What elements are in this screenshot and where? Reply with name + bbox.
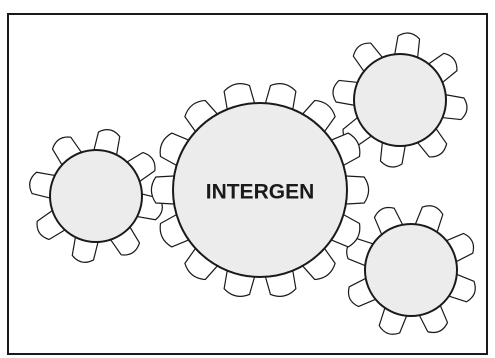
gear-tooth — [184, 244, 221, 281]
center-gear-label: INTERGEN — [206, 181, 315, 204]
gear-tooth — [150, 175, 179, 205]
gear-tooth — [159, 212, 194, 248]
gear-center — [150, 83, 370, 297]
gear-bottom-right — [346, 205, 476, 335]
gear-tooth — [159, 132, 194, 168]
gear-tooth — [341, 175, 370, 205]
gear-tooth — [299, 99, 336, 136]
gear-body — [49, 149, 143, 243]
gear-tooth — [184, 99, 221, 136]
gear-body — [172, 102, 348, 278]
gear-tooth — [352, 42, 386, 76]
gear-tooth — [414, 124, 448, 158]
gear-body — [364, 223, 458, 317]
gear-tooth — [424, 52, 458, 86]
gear-tooth — [299, 244, 336, 281]
gear-tooth — [326, 132, 361, 168]
gear-tooth — [326, 212, 361, 248]
gear-body — [353, 53, 447, 147]
